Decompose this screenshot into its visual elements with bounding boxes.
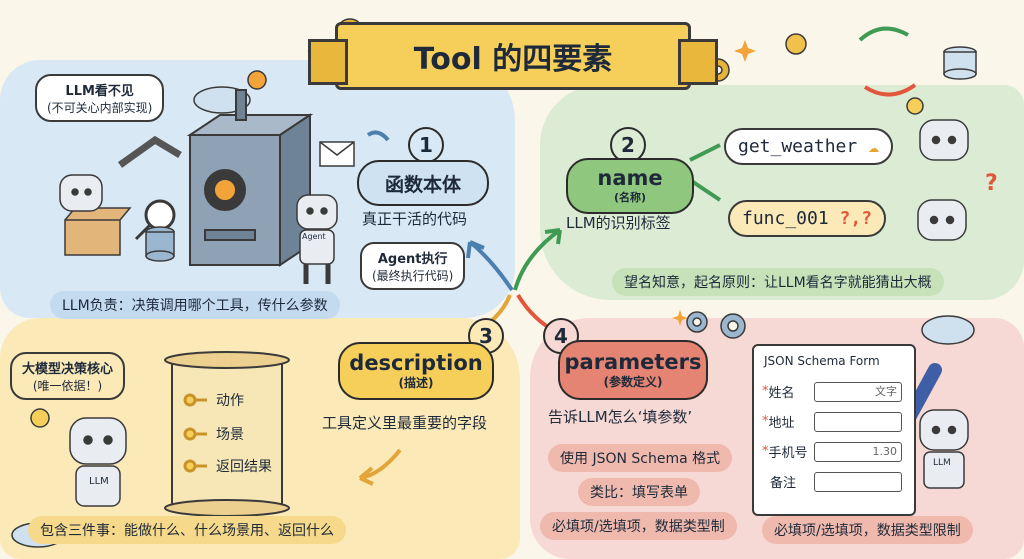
- form-field-address: * 地址: [762, 414, 795, 431]
- form-input-notes[interactable]: [814, 472, 902, 492]
- json-schema-strip: 使用 JSON Schema 格式: [548, 444, 733, 472]
- form-input-address[interactable]: [814, 412, 902, 432]
- question-mark-icon: ?: [985, 171, 998, 196]
- q2-footer: 望名知意，起名原则：让LLM看名字就能猜出大概: [612, 268, 944, 296]
- lightbulb-icon: [906, 97, 924, 115]
- name-subtitle: LLM的识别标签: [566, 214, 671, 232]
- sync-arrows-icon: [858, 26, 909, 42]
- llm-robot-icon: [919, 409, 969, 489]
- parameters-subtitle: 告诉LLM怎么‘填参数’: [548, 408, 693, 426]
- scroll-item-action: 动作: [216, 393, 244, 409]
- q4-footer: 必填项/选填项，数据类型限制: [762, 516, 973, 544]
- q3-footer: 包含三件事：能做什么、什么场景用、返回什么: [28, 516, 346, 544]
- llm-invisible-bubble: LLM看不见 (不可关心内部实现): [35, 74, 165, 122]
- arrow-to-function-body: [468, 240, 514, 292]
- agent-robot-icon: [296, 194, 338, 284]
- scroll-item-return: 返回结果: [216, 459, 272, 475]
- cloud-sun-icon: ☁: [868, 136, 879, 157]
- required-optional-strip: 必填项/选填项，数据类型制: [540, 512, 737, 540]
- name-heading: name (名称): [566, 158, 694, 214]
- q1-footer: LLM负责：决策调用哪个工具，传什么参数: [50, 291, 340, 319]
- machine-icon: [186, 89, 314, 267]
- form-field-notes: 备注: [770, 476, 797, 491]
- cloud-icon: [11, 86, 975, 548]
- llm-robot-tag: LLM: [89, 476, 109, 487]
- form-analogy-strip: 类比：填写表单: [578, 478, 700, 506]
- key-icon: [183, 393, 207, 473]
- step-number-1: 1: [408, 127, 444, 163]
- arrow-name-good: [689, 143, 721, 162]
- arrow-name-bad: [688, 178, 722, 202]
- arrow-back-q1: [366, 130, 390, 142]
- description-subtitle: 工具定义里最重要的字段: [322, 414, 488, 432]
- coin-icon: [785, 33, 807, 55]
- title-ribbon: Tool 的四要素: [308, 22, 718, 90]
- arrow-to-name: [513, 228, 562, 291]
- agent-robot-tag: Agent: [302, 232, 326, 241]
- robot-icon: [917, 119, 969, 241]
- robot-icon: [59, 174, 103, 212]
- scroll-item-scene: 场景: [216, 427, 244, 443]
- form-title: JSON Schema Form: [764, 354, 880, 368]
- envelope-icon: [319, 141, 355, 167]
- page-title: Tool 的四要素: [413, 42, 613, 77]
- form-field-phone: * 手机号: [762, 444, 808, 461]
- agent-execute-bubble: Agent执行 (最终执行代码): [360, 242, 466, 290]
- function-body-heading: 函数本体: [357, 160, 489, 206]
- database-icon: [943, 46, 977, 80]
- json-schema-form: JSON Schema Form * 姓名 文字 * 地址 * 手机号 1.30…: [752, 344, 916, 516]
- llm-robot-tag: LLM: [933, 458, 951, 468]
- database-icon: [145, 226, 175, 262]
- function-body-subtitle: 真正干活的代码: [362, 210, 468, 228]
- robot-arm-icon: [117, 135, 182, 168]
- magnifier-icon: [134, 199, 176, 241]
- box-icon: [64, 207, 132, 256]
- gear-icon: [686, 311, 746, 339]
- form-field-name: * 姓名: [762, 384, 795, 401]
- llm-robot-icon: [69, 417, 127, 507]
- decision-core-bubble: 大模型决策核心 (唯一依据！): [10, 352, 126, 400]
- description-heading: description (描述): [338, 342, 494, 400]
- parameters-heading: parameters (参数定义): [558, 340, 708, 400]
- form-input-phone[interactable]: 1.30: [814, 442, 902, 462]
- step-number-2: 2: [610, 127, 646, 163]
- good-name-tag: get_weather ☁: [724, 128, 893, 165]
- form-input-name[interactable]: 文字: [814, 382, 902, 402]
- bad-name-tag: func_001 ?‚?: [728, 200, 887, 237]
- lightbulb-icon: [30, 408, 50, 428]
